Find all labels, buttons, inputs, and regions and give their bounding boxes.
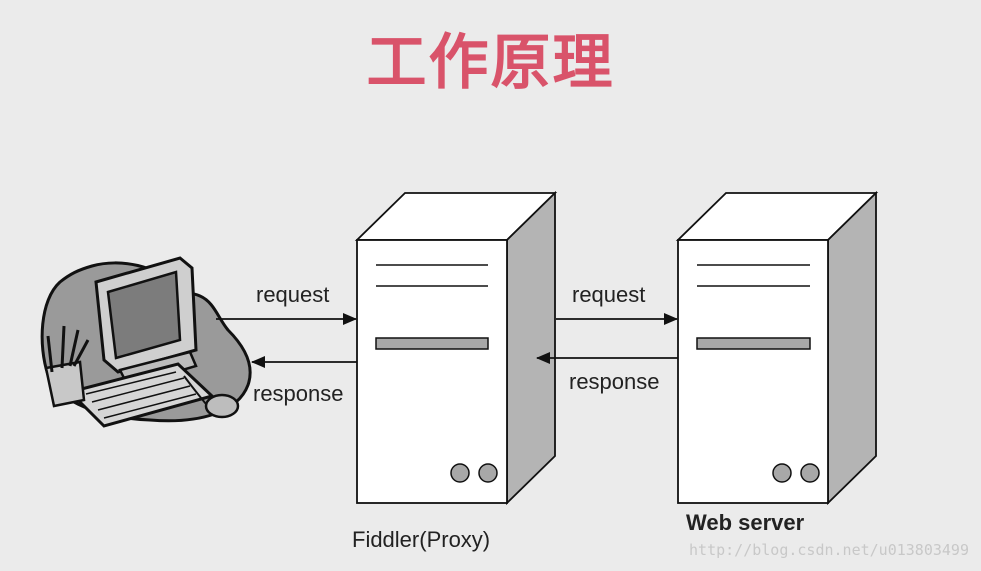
client-response-label: response <box>253 381 344 406</box>
web-server-tower <box>675 190 879 506</box>
server-response-label: response <box>569 369 660 394</box>
server-request-label: request <box>572 282 646 307</box>
computer-clipart-icon <box>40 256 252 428</box>
proxy-label: Fiddler(Proxy) <box>352 527 491 552</box>
proxy-server-tower <box>354 190 558 506</box>
web-server-label: Web server <box>686 510 805 535</box>
client-request-label: request <box>256 282 330 307</box>
watermark: http://blog.csdn.net/u013803499 <box>689 541 969 559</box>
page-title: 工作原理 <box>366 28 615 98</box>
